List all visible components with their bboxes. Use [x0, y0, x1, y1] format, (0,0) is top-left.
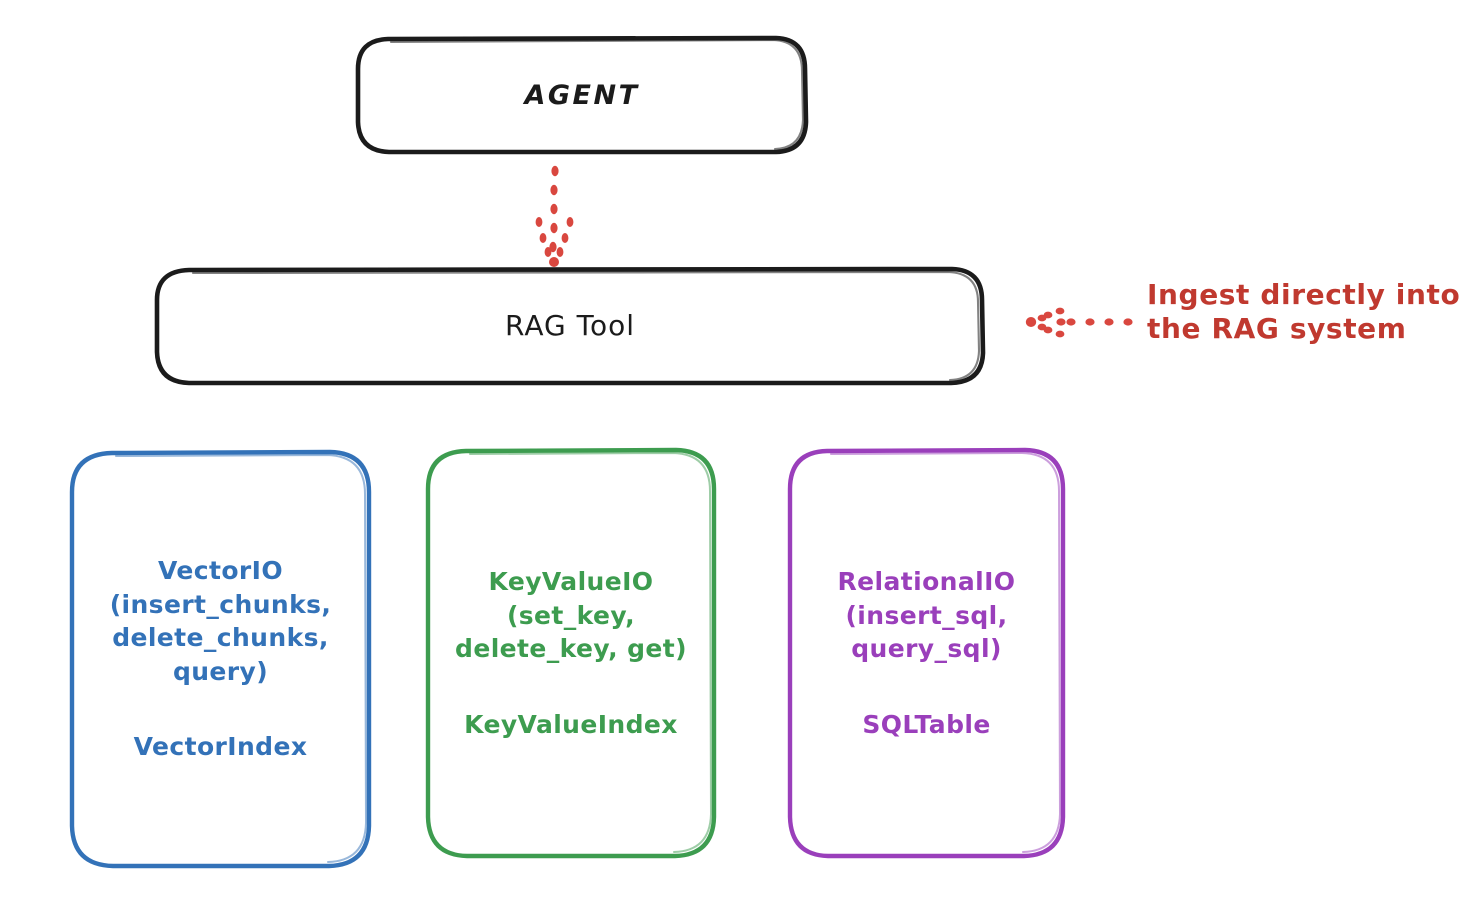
node-relational-io[interactable]: RelationalIO (insert_sql, query_sql) SQL…: [790, 450, 1063, 856]
agent-label: AGENT: [524, 79, 640, 111]
vector-io-methods-label: VectorIO (insert_chunks, delete_chunks, …: [109, 556, 332, 686]
node-key-value-io[interactable]: KeyValueIO (set_key, delete_key, get) Ke…: [428, 450, 714, 856]
vector-io-index-label: VectorIndex: [133, 732, 308, 762]
ingest-annotation-text: Ingest directly into the RAG system: [1147, 278, 1461, 346]
key-value-io-index-label: KeyValueIndex: [464, 709, 678, 739]
key-value-io-content: KeyValueIO (set_key, delete_key, get) Ke…: [428, 565, 714, 741]
rag-tool-label: RAG Tool: [505, 309, 635, 343]
ingest-to-rag-tool-connector: [1025, 307, 1133, 338]
node-vector-io[interactable]: VectorIO (insert_chunks, delete_chunks, …: [72, 452, 369, 866]
vector-io-content: VectorIO (insert_chunks, delete_chunks, …: [72, 554, 369, 764]
relational-io-index-label: SQLTable: [862, 709, 991, 739]
relational-io-methods-label: RelationalIO (insert_sql, query_sql): [837, 567, 1016, 663]
relational-io-content: RelationalIO (insert_sql, query_sql) SQL…: [790, 565, 1063, 741]
node-rag-tool[interactable]: RAG Tool: [157, 269, 983, 384]
node-agent[interactable]: AGENT: [358, 38, 806, 153]
key-value-io-methods-label: KeyValueIO (set_key, delete_key, get): [455, 567, 687, 663]
agent-to-rag-tool-connector: [535, 165, 574, 267]
